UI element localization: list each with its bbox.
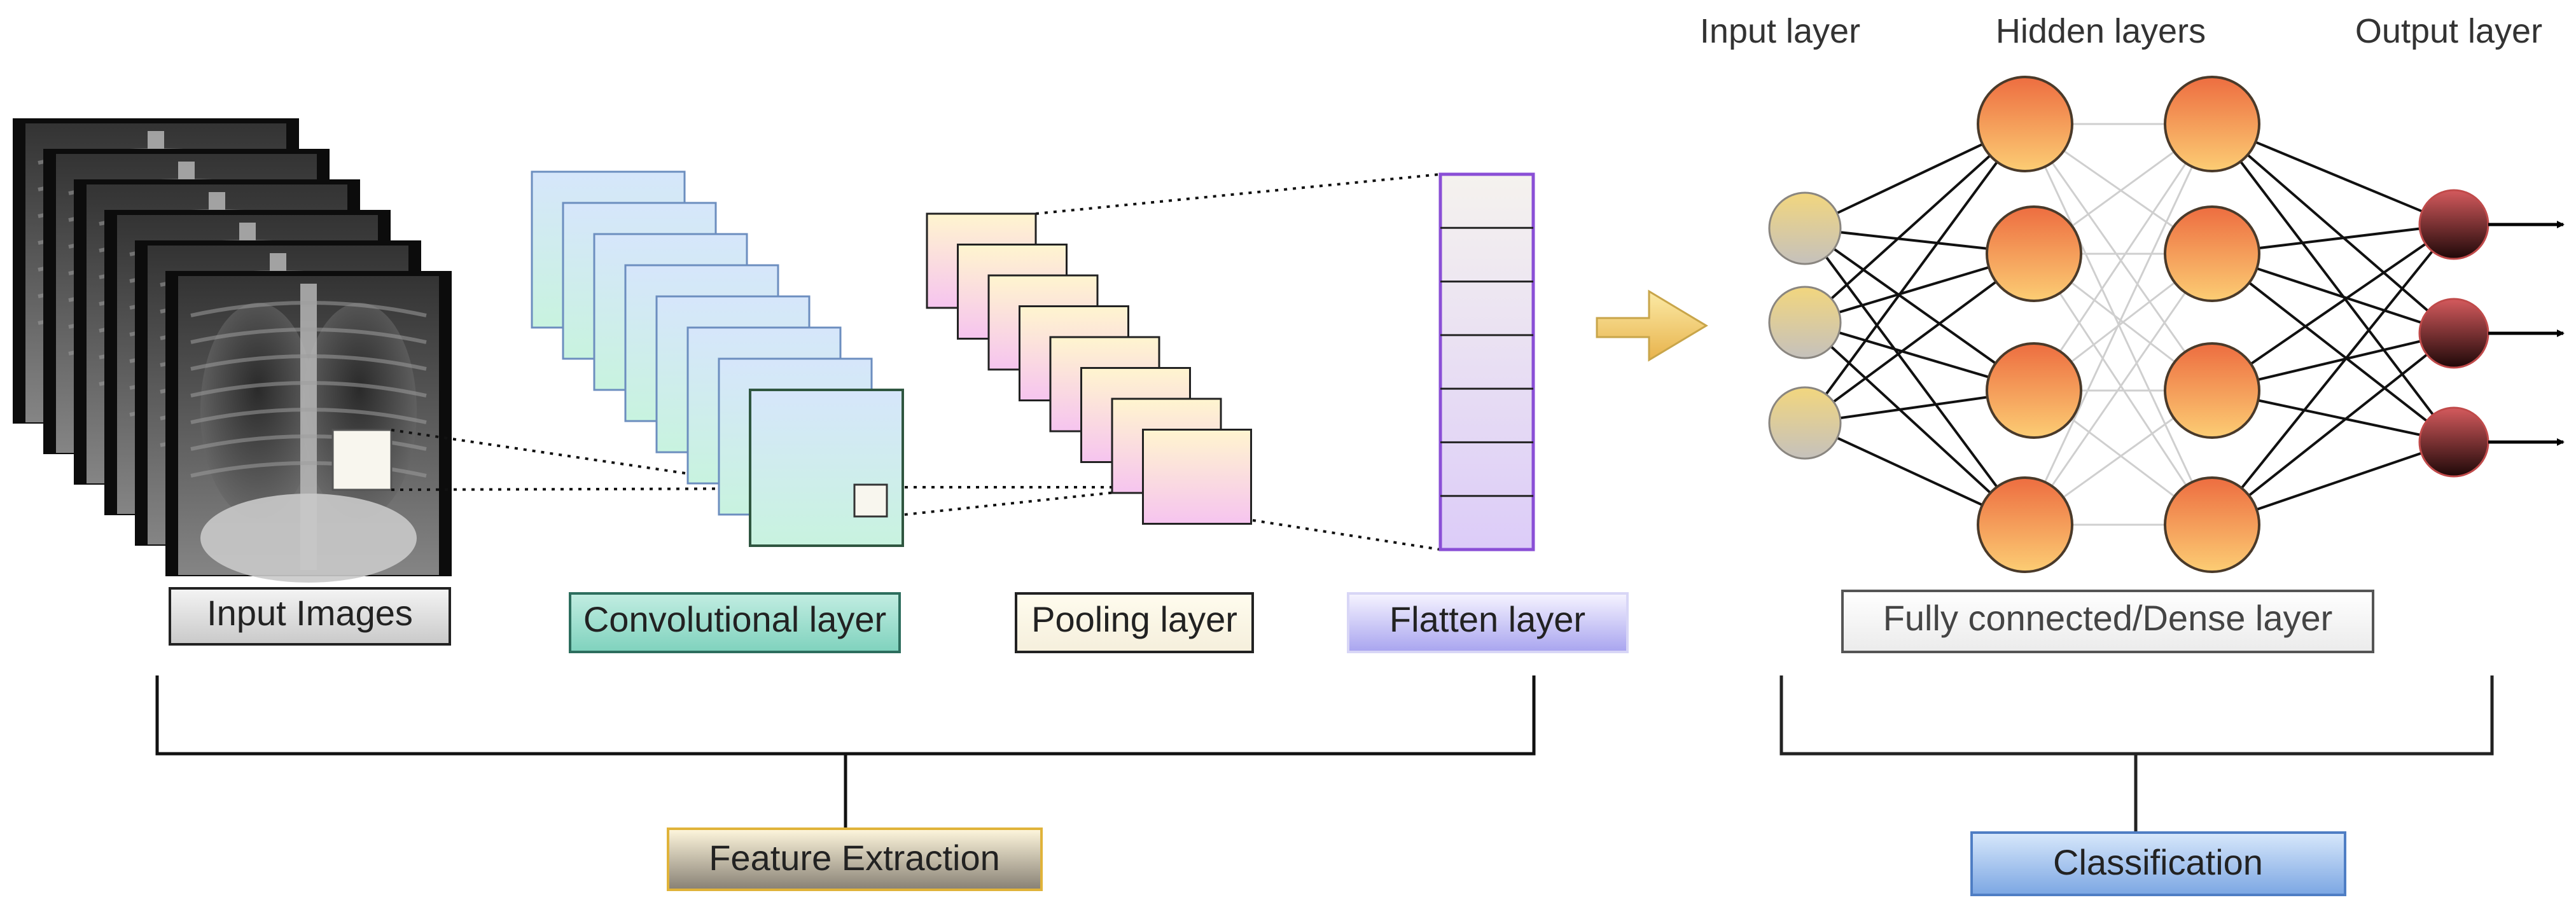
diaphragm (200, 494, 417, 583)
hidden-neuron (2164, 205, 2260, 302)
input-neuron (1768, 286, 1842, 359)
hidden-neuron (1977, 76, 2073, 172)
dense-label-box: Fully connected/Dense layer (1841, 590, 2374, 653)
connection-line (2033, 123, 2213, 391)
connection-line (2211, 223, 2455, 392)
pooling-feature-maps (926, 212, 1252, 525)
connection-line (2211, 123, 2455, 335)
output-neuron (2418, 406, 2489, 478)
conv-feature-map (749, 389, 904, 547)
connection-line (1804, 227, 2026, 526)
conv-filter-patch (853, 483, 888, 518)
connection-line (2211, 332, 2455, 526)
network-connections (1804, 123, 2455, 526)
conv-layer-label: Convolutional layer (583, 599, 886, 639)
connection-line (2024, 123, 2213, 525)
connection-line (2033, 253, 2213, 525)
connection-line (1804, 123, 2026, 324)
rib (190, 354, 427, 371)
input-images-stack (13, 118, 452, 583)
input-images-label-box: Input Images (169, 587, 451, 646)
classification-label: Classification (2053, 842, 2263, 882)
hidden-neuron (2164, 342, 2260, 439)
connection-line (1804, 321, 2026, 526)
xray-selection-patch (331, 429, 393, 491)
flatten-layer-label: Flatten layer (1389, 599, 1585, 639)
hidden-neuron (1986, 205, 2082, 302)
output-neuron (2418, 298, 2489, 369)
transition-arrow-icon (1596, 289, 1708, 362)
connection-line (2024, 123, 2213, 391)
input-images-label: Input Images (207, 593, 413, 633)
input-neuron (1768, 191, 1842, 265)
rib (190, 328, 427, 344)
flatten-label-box: Flatten layer (1347, 592, 1629, 653)
pooling-label-box: Pooling layer (1015, 592, 1254, 653)
hidden-neuron (2164, 476, 2260, 573)
rib (190, 301, 427, 317)
hidden-neuron (1986, 342, 2082, 439)
rib (190, 461, 427, 478)
output-arrows (2488, 221, 2565, 446)
hidden-layers-title: Hidden layers (1996, 12, 2206, 50)
flatten-column (1438, 172, 1535, 551)
rib (190, 408, 427, 424)
feature-extraction-label-box: Feature Extraction (667, 827, 1043, 891)
convolutional-feature-maps (531, 170, 904, 547)
output-layer-title: Output layer (2355, 12, 2542, 50)
classification-label-box: Classification (1970, 831, 2346, 896)
xray-image (165, 271, 452, 583)
feature-extraction-label: Feature Extraction (709, 838, 1000, 878)
pooling-layer-label: Pooling layer (1031, 599, 1237, 639)
classification-bracket (1779, 675, 2494, 831)
pooling-feature-map (1142, 429, 1252, 525)
rib (190, 434, 427, 451)
dense-layer-label: Fully connected/Dense layer (1883, 598, 2333, 638)
conv-label-box: Convolutional layer (569, 592, 901, 653)
input-layer-title: Input layer (1700, 12, 1860, 50)
network-neurons (1768, 76, 2489, 573)
connection-line (2211, 123, 2455, 443)
flatten-vector (1438, 172, 1535, 551)
connection-line (2211, 223, 2455, 526)
rib (190, 381, 427, 398)
connection-line (2211, 253, 2455, 443)
output-neuron (2418, 189, 2489, 260)
connection-line (2024, 253, 2213, 525)
connection-line (1804, 123, 2026, 424)
input-neuron (1768, 386, 1842, 460)
hidden-neuron (2164, 76, 2260, 172)
feature-extraction-bracket (155, 675, 1536, 829)
hidden-neuron (1977, 476, 2073, 573)
